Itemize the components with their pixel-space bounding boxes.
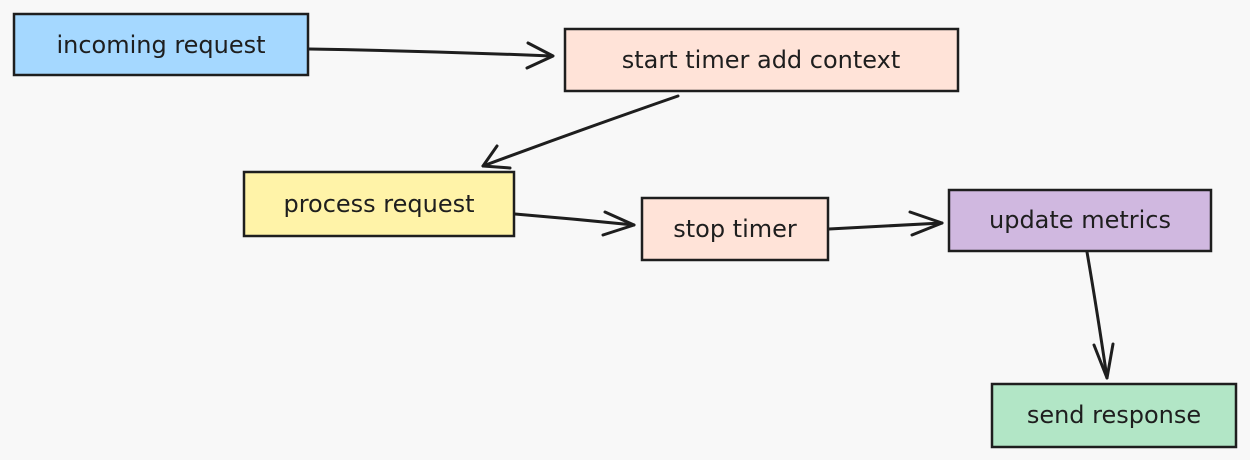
node-process-request: process request	[242, 170, 516, 238]
edge-process-to-stop	[513, 210, 636, 237]
edge-update-to-send	[1085, 250, 1115, 380]
node-process-request-label: process request	[283, 190, 474, 218]
node-send-response-label: send response	[1027, 401, 1201, 429]
node-incoming-request-label: incoming request	[56, 31, 265, 59]
node-start-timer-add-context: start timer add context	[563, 27, 960, 93]
edge-stop-to-update	[827, 210, 944, 237]
node-update-metrics: update metrics	[947, 188, 1213, 253]
node-update-metrics-box	[947, 188, 1213, 253]
node-stop-timer-box	[640, 196, 830, 262]
node-start-timer-add-context-label: start timer add context	[622, 46, 901, 74]
node-incoming-request: incoming request	[12, 12, 310, 77]
edge-incoming-to-start	[307, 41, 555, 70]
node-start-timer-add-context-box	[563, 27, 960, 93]
node-send-response-box	[990, 382, 1238, 449]
edge-start-to-process	[481, 94, 680, 170]
node-update-metrics-label: update metrics	[989, 206, 1171, 234]
node-stop-timer-label: stop timer	[673, 215, 797, 243]
node-stop-timer: stop timer	[640, 196, 830, 262]
node-send-response: send response	[990, 382, 1238, 449]
node-incoming-request-box	[12, 12, 310, 77]
node-process-request-box	[242, 170, 516, 238]
